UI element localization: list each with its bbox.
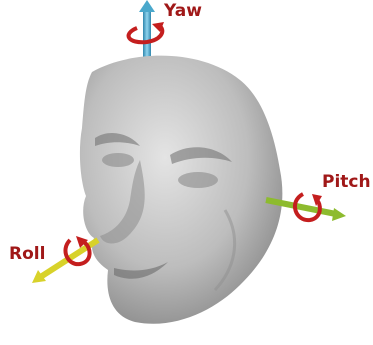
face-mesh	[80, 56, 282, 324]
yaw-label: Yaw	[164, 3, 202, 20]
roll-label: Roll	[9, 246, 45, 263]
pitch-label: Pitch	[322, 174, 371, 191]
